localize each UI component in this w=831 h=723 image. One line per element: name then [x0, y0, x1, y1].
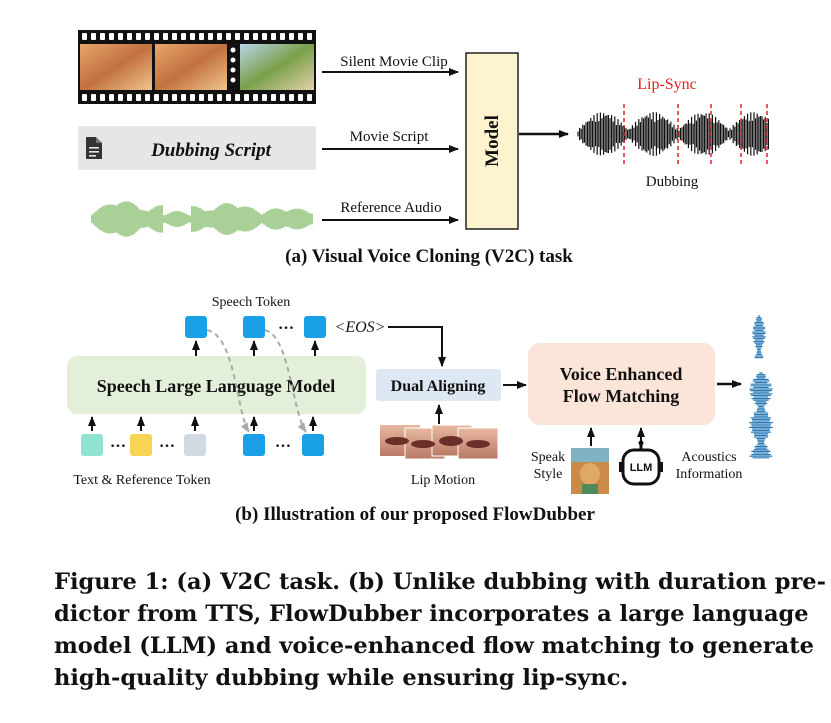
caption-line: Figure 1: (a) V2C task. (b) Unlike dubbi… — [54, 569, 826, 595]
movie-script-label: Movie Script — [350, 129, 430, 145]
dubbing-script-label: Dubbing Script — [150, 140, 272, 161]
dual-aligning-label: Dual Aligning — [391, 378, 486, 395]
part-b-title: (b) Illustration of our proposed FlowDub… — [235, 504, 595, 525]
part-a-title: (a) Visual Voice Cloning (V2C) task — [285, 246, 573, 267]
token-ellipsis: … — [159, 434, 175, 451]
text-token — [81, 434, 103, 456]
silent-movie-clip-label: Silent Movie Clip — [340, 54, 448, 70]
input-speech-token — [302, 434, 324, 456]
lip-motion-label: Lip Motion — [411, 473, 475, 488]
speaker-portrait-image — [571, 448, 609, 494]
text-reference-token-label: Text & Reference Token — [73, 473, 210, 488]
speech-llm-label: Speech Large Language Model — [97, 376, 336, 396]
acoustics-label-line1: Acoustics — [681, 450, 736, 465]
lip-motion-image — [380, 424, 499, 460]
caption-line: model (LLM) and voice-enhanced flow matc… — [54, 633, 814, 659]
llm-icon-label: LLM — [630, 462, 653, 474]
autoregressive-feedback-arrow — [264, 329, 307, 433]
dubbing-waveform — [577, 112, 770, 156]
acoustics-label-line2: Information — [676, 467, 743, 482]
input-speech-token — [243, 434, 265, 456]
reference-token — [184, 434, 206, 456]
dubbing-label: Dubbing — [646, 174, 699, 190]
caption-line: high-quality dubbing while ensuring lip-… — [54, 665, 629, 691]
eos-to-dual-arrow — [388, 326, 446, 367]
llm-icon — [619, 440, 663, 486]
autoregressive-feedback-arrow — [206, 329, 250, 433]
output-token — [185, 316, 207, 338]
figure-caption: Figure 1: (a) V2C task. (b) Unlike dubbi… — [54, 566, 826, 694]
voice-enhanced-flow-matching-box — [528, 343, 715, 425]
speak-style-label-line2: Style — [534, 467, 563, 482]
lip-sync-label: Lip-Sync — [637, 76, 697, 93]
speak-style-label-line1: Speak — [531, 450, 565, 465]
text-token — [130, 434, 152, 456]
output-token — [243, 316, 265, 338]
vefm-label-line1: Voice Enhanced — [560, 364, 683, 384]
reference-audio-label: Reference Audio — [340, 200, 441, 216]
dubbing-script-box — [78, 126, 316, 170]
reference-audio-waveform — [91, 201, 313, 237]
speech-llm-box — [67, 356, 366, 414]
dual-aligning-box — [376, 369, 501, 401]
model-box — [465, 52, 519, 230]
speech-token-label: Speech Token — [212, 295, 290, 310]
lip-sync-markers — [623, 104, 768, 164]
model-label: Model — [482, 115, 503, 167]
output-speech-waveform — [749, 315, 773, 459]
film-strip-image — [78, 30, 316, 104]
document-icon — [86, 137, 102, 159]
vefm-label-line2: Flow Matching — [563, 386, 680, 406]
token-ellipsis: … — [278, 316, 294, 333]
caption-line: dictor from TTS, FlowDubber incorporates… — [54, 601, 809, 627]
token-ellipsis: … — [275, 434, 291, 451]
token-ellipsis: … — [110, 434, 126, 451]
eos-token-label: <EOS> — [335, 319, 386, 336]
output-token — [304, 316, 326, 338]
